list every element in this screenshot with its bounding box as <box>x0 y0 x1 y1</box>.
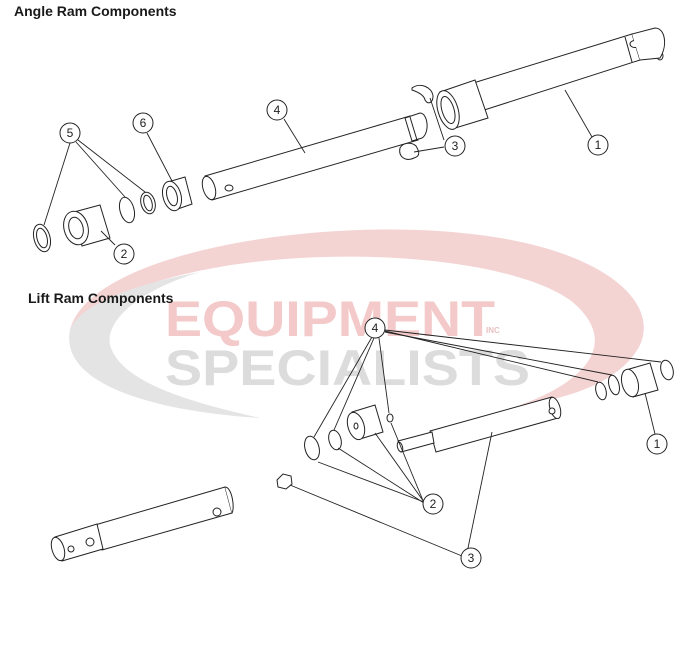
angle-barrel-part <box>436 27 666 130</box>
lift-seal-left <box>328 429 342 451</box>
watermark: EQUIPMENT INC SPECIALISTS <box>69 229 644 418</box>
lift-seal-right-a <box>595 381 607 401</box>
angle-callout-2: 2 <box>113 243 135 265</box>
lift-ram-title: Lift Ram Components <box>28 290 174 306</box>
svg-text:4: 4 <box>372 321 379 335</box>
angle-ram-diagram: 5 6 2 4 3 1 <box>32 27 666 265</box>
svg-text:1: 1 <box>654 437 661 451</box>
angle-piston-part <box>161 176 193 212</box>
lift-seal-end <box>660 359 674 381</box>
angle-callout-6: 6 <box>132 112 154 134</box>
lift-wear-ring <box>304 435 320 461</box>
lift-gland-nut-part <box>620 362 659 398</box>
angle-ram-title: Angle Ram Components <box>14 3 177 19</box>
lift-callout-1: 1 <box>646 433 668 455</box>
lift-barrel-part <box>50 486 234 562</box>
lift-piston-part <box>346 404 384 441</box>
angle-clip-top <box>411 84 434 104</box>
svg-text:1: 1 <box>595 138 602 152</box>
lift-seal-right-b <box>608 374 620 396</box>
svg-text:2: 2 <box>121 247 128 261</box>
angle-seal-c-inner <box>36 227 48 249</box>
svg-text:5: 5 <box>67 126 74 140</box>
angle-gland-nut-part <box>63 204 111 247</box>
angle-callout-4: 4 <box>266 99 288 121</box>
angle-callout-3: 3 <box>444 135 466 157</box>
angle-callout-5: 5 <box>59 122 81 144</box>
watermark-suffix: INC <box>486 326 500 335</box>
lift-rod-part <box>396 396 562 453</box>
lift-callout-4: 4 <box>364 317 386 339</box>
lift-callout-3: 3 <box>460 547 482 569</box>
angle-seal-a-inner <box>143 194 153 212</box>
svg-text:4: 4 <box>274 103 281 117</box>
svg-text:6: 6 <box>140 116 147 130</box>
angle-rod-part <box>201 112 428 201</box>
lift-ram-diagram: 4 2 3 1 <box>50 317 674 569</box>
lift-callout-2: 2 <box>422 493 444 515</box>
watermark-line1: EQUIPMENT <box>165 291 495 347</box>
angle-seal-b <box>118 196 136 224</box>
lift-small-oring <box>386 413 394 423</box>
watermark-line2: SPECIALISTS <box>165 340 530 396</box>
angle-callout-1: 1 <box>587 134 609 156</box>
svg-text:3: 3 <box>452 139 459 153</box>
svg-text:2: 2 <box>430 497 437 511</box>
svg-text:3: 3 <box>468 551 475 565</box>
lift-hex-nut <box>276 473 293 490</box>
